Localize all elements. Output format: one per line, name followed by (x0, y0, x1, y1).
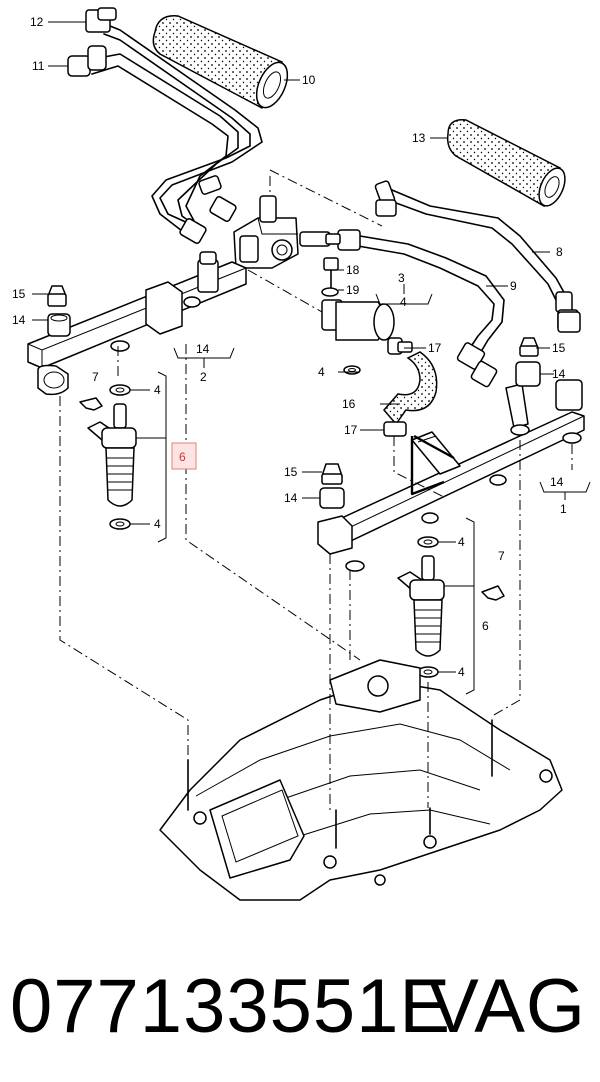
label-17-bottom: 17 (344, 423, 358, 437)
label-18: 18 (346, 263, 360, 277)
label-11: 11 (32, 59, 45, 73)
label-2: 2 (200, 370, 207, 384)
label-15-mid: 15 (284, 465, 298, 479)
label-4-left-top: 4 (154, 383, 161, 397)
brand-name: VAG (428, 964, 586, 1049)
leader-lines (32, 21, 591, 695)
label-7-left: 7 (92, 370, 99, 384)
label-1: 1 (560, 502, 567, 516)
injector-6-right (397, 536, 505, 678)
fuel-lines-top (67, 7, 263, 244)
part-number: 077133551E (10, 964, 452, 1049)
label-4-right-top: 4 (458, 535, 465, 549)
label-4-regulator: 4 (400, 295, 407, 309)
label-13: 13 (412, 131, 426, 145)
label-12: 12 (30, 15, 44, 29)
label-9: 9 (510, 279, 517, 293)
bracket (410, 434, 455, 496)
label-14-rail1: 14 (550, 475, 564, 489)
label-4-right-bottom: 4 (458, 665, 465, 679)
parts-diagram: 12 11 10 13 8 9 18 3 4 19 4 17 16 17 15 … (12, 7, 591, 901)
injector-6-left (79, 384, 137, 530)
retainer-14-top-right (557, 311, 581, 333)
retainer-14-right (515, 361, 541, 387)
callout-labels: 12 11 10 13 8 9 18 3 4 19 4 17 16 17 15 … (12, 15, 567, 679)
label-14-left: 14 (12, 313, 26, 327)
fitting-12 (85, 7, 117, 33)
label-17-top: 17 (428, 341, 442, 355)
hose-16 (383, 351, 438, 437)
intake-manifold (159, 659, 563, 901)
fuel-line-9 (337, 229, 505, 388)
label-14-mid: 14 (284, 491, 298, 505)
label-7-right: 7 (498, 549, 505, 563)
label-6-left: 6 (179, 450, 186, 464)
fuel-rail-1 (317, 379, 585, 572)
retainer-14-left (47, 313, 71, 337)
pressure-regulator-3 (321, 257, 413, 375)
label-15-right: 15 (552, 341, 566, 355)
insulating-sleeve-13 (446, 119, 566, 208)
label-8: 8 (556, 245, 563, 259)
label-16: 16 (342, 397, 356, 411)
cap-15-right (519, 337, 539, 357)
fuel-rail-2 (27, 251, 247, 396)
label-4-left-bottom: 4 (154, 517, 161, 531)
fuel-distributor (233, 195, 341, 269)
label-3: 3 (398, 271, 405, 285)
insulating-sleeve-10 (152, 15, 289, 110)
label-15-left: 15 (12, 287, 26, 301)
footer: 077133551E VAG (0, 952, 600, 1062)
union-nuts (179, 175, 237, 244)
label-4-washer: 4 (318, 365, 325, 379)
label-6-right: 6 (482, 619, 489, 633)
cap-15-mid (321, 463, 343, 485)
retainer-14-mid (319, 487, 345, 509)
label-14-rail2: 14 (196, 342, 210, 356)
label-14-right: 14 (552, 367, 566, 381)
fitting-11 (67, 45, 107, 77)
cap-15-left (47, 285, 67, 307)
highlight-box (171, 442, 197, 470)
label-10: 10 (302, 73, 316, 87)
label-19: 19 (346, 283, 360, 297)
assembly-lines (59, 169, 573, 810)
